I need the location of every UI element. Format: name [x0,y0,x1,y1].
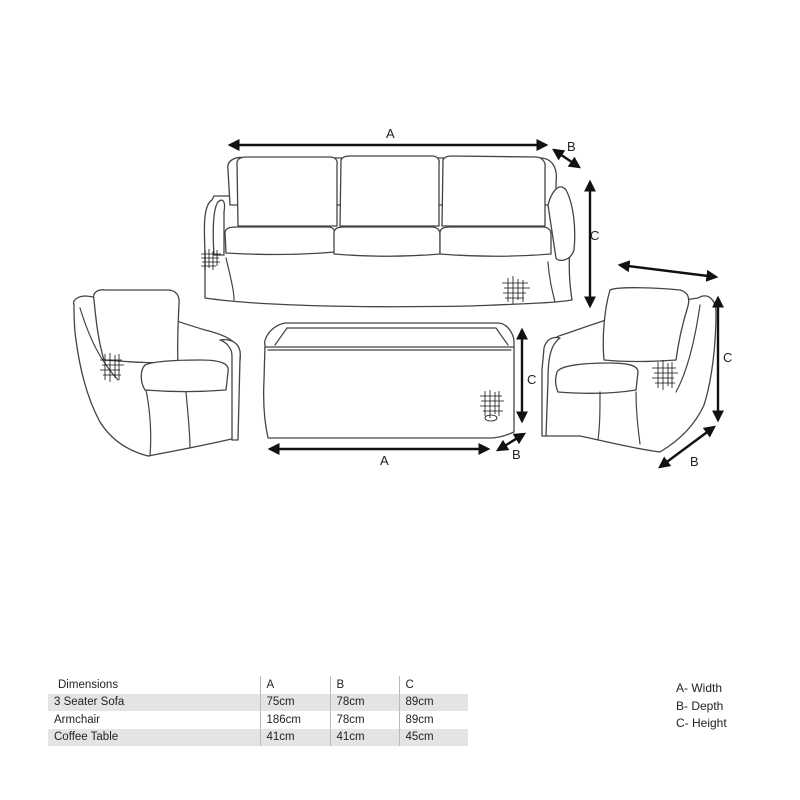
row-name: Coffee Table [48,728,260,746]
row-b: 78cm [329,693,399,711]
armchair-depth-arrow [658,425,716,469]
table-row: Coffee Table 41cm 41cm 45cm [48,728,468,746]
legend-depth: B- Depth [676,698,724,713]
table-weave-swatch [480,390,504,422]
armchair-height-letter: C [723,350,732,365]
sofa-width-letter: A [386,126,395,141]
armchair-right-drawing [541,287,717,453]
legend-width: A- Width [676,681,723,695]
row-c: 89cm [398,711,468,729]
dimension-letters: A B C A B C C B [380,126,732,469]
sofa-right-weave-swatch [502,276,530,304]
table-row: 3 Seater Sofa 75cm 78cm 89cm [48,693,468,711]
armchair-width-arrow [617,260,719,282]
sofa-height-letter: C [590,228,599,243]
sofa-drawing [201,155,576,308]
header-dimensions: Dimensions [58,678,119,691]
row-c: 89cm [398,693,468,711]
coffee-table-drawing [262,322,515,439]
header-b: B [329,676,399,694]
table-depth-letter: B [512,447,521,462]
table-row: Armchair 186cm 78cm 89cm [48,711,468,729]
dimensions-table: Dimensions A B C 3 Seater Sofa 75cm 78cm… [48,676,468,746]
table-depth-arrow [495,432,527,452]
row-name: 3 Seater Sofa [48,693,260,711]
table-height-letter: C [527,372,536,387]
armchair-left-weave-swatch [100,353,124,382]
sofa-depth-arrow [552,148,581,169]
legend-height: C- Height [676,716,727,730]
row-name: Armchair [54,713,101,726]
sofa-depth-letter: B [567,139,576,154]
row-a: 41cm [259,728,330,746]
table-header-row: Dimensions A B C [48,676,468,694]
dimension-legend: A- Width B- Depth C- Height [676,680,727,733]
armchair-depth-letter: B [690,454,699,469]
header-c: C [398,676,468,694]
row-a: 186cm [259,711,330,729]
row-b: 41cm [329,728,399,746]
row-b: 78cm [329,711,399,729]
row-a: 75cm [259,693,330,711]
armchair-right-weave-swatch [652,360,678,390]
header-a: A [259,676,330,694]
dimension-arrows [227,139,724,469]
armchair-left-drawing [72,289,241,457]
row-c: 45cm [398,728,468,746]
sofa-left-weave-swatch [201,249,221,270]
table-width-letter: A [380,453,389,468]
